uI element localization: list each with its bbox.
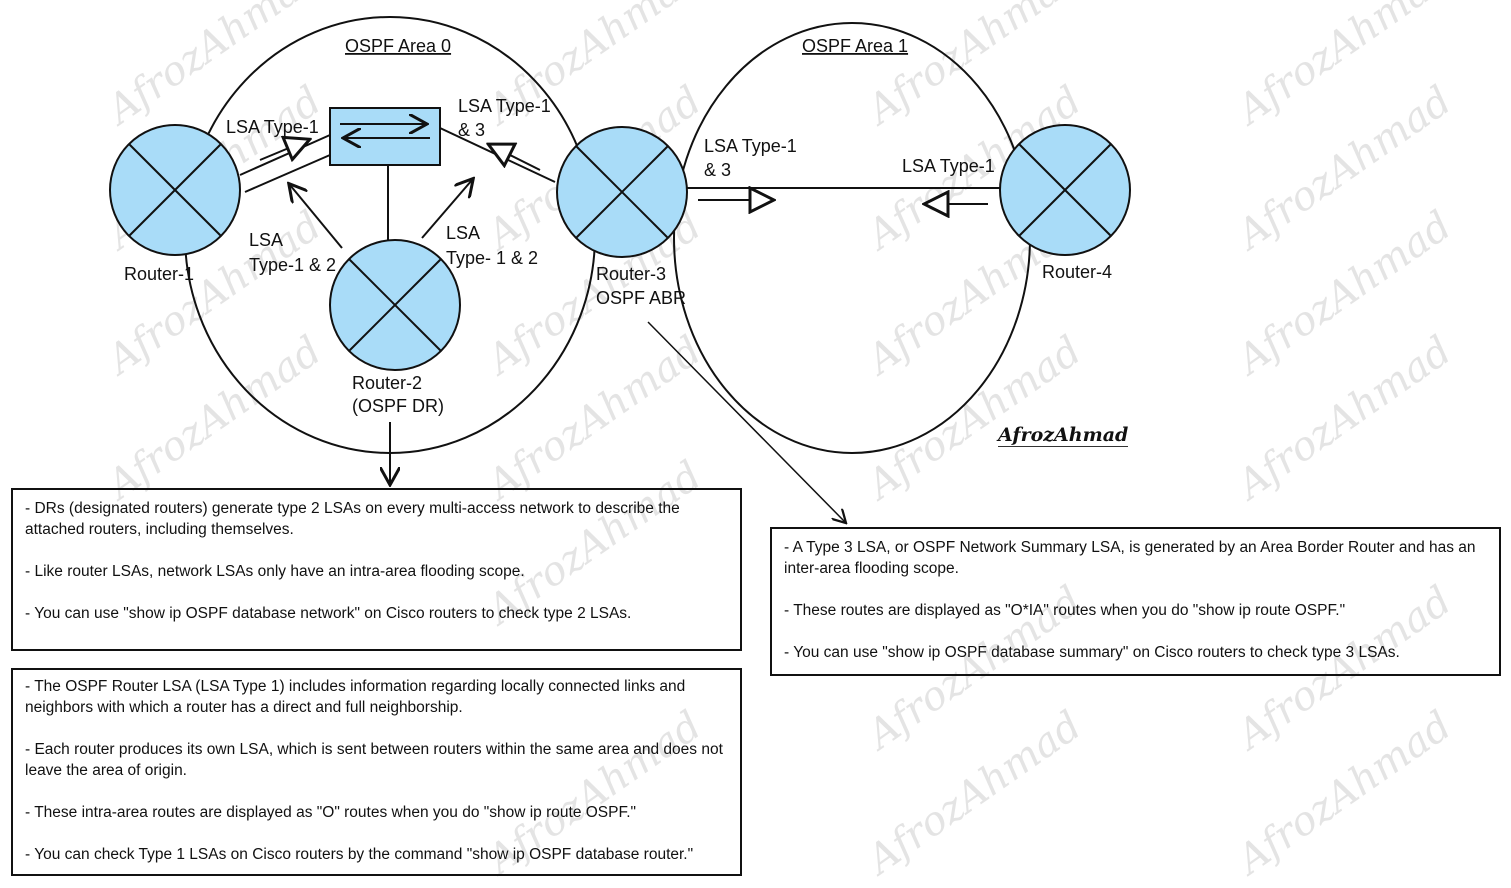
lsa-label: LSA — [446, 223, 480, 243]
arrow-lsa — [290, 185, 343, 249]
router-3-label: Router-3 — [596, 264, 666, 284]
area-1-label: OSPF Area 1 — [802, 36, 908, 56]
note-line: - You can use "show ip OSPF database sum… — [784, 644, 1400, 661]
note-line: - Like router LSAs, network LSAs only ha… — [25, 563, 525, 580]
lsa-label: & 3 — [458, 120, 485, 140]
router-2-role: (OSPF DR) — [352, 396, 444, 416]
router-1 — [109, 124, 241, 256]
note-line: - The OSPF Router LSA (LSA Type 1) inclu… — [25, 678, 686, 716]
lsa-label: LSA Type-1 — [458, 96, 551, 116]
router-4-label: Router-4 — [1042, 262, 1112, 282]
lsa-label: Type-1 & 2 — [249, 255, 336, 275]
note-line: - These routes are displayed as "O*IA" r… — [784, 602, 1346, 619]
arrow-lsa — [259, 140, 308, 160]
note-line: - These intra-area routes are displayed … — [25, 804, 637, 821]
lsa-label: LSA Type-1 — [704, 136, 797, 156]
router-2-label: Router-2 — [352, 373, 422, 393]
lsa-label: & 3 — [704, 160, 731, 180]
switch — [329, 107, 441, 166]
lsa-label: LSA — [249, 230, 283, 250]
router-3-role: OSPF ABR — [596, 288, 686, 308]
note-line: - You can use "show ip OSPF database net… — [25, 605, 632, 622]
note-line: - A Type 3 LSA, or OSPF Network Summary … — [784, 539, 1476, 577]
router-3 — [556, 126, 688, 258]
note-line: - Each router produces its own LSA, whic… — [25, 741, 723, 779]
link-r1-switch — [244, 154, 331, 193]
router-1-label: Router-1 — [124, 264, 194, 284]
lsa-label: LSA Type-1 — [902, 156, 995, 176]
arrow-lsa — [421, 180, 472, 239]
note-line: - You can check Type 1 LSAs on Cisco rou… — [25, 846, 694, 863]
arrow-to-type3-note — [647, 321, 845, 522]
area-0-label: OSPF Area 0 — [345, 36, 451, 56]
author-signature: AfrozAhmad — [998, 424, 1129, 447]
router-4 — [999, 124, 1131, 256]
lsa-label: LSA Type-1 — [226, 117, 319, 137]
lsa-label: Type- 1 & 2 — [446, 248, 538, 268]
note-line: - DRs (designated routers) generate type… — [25, 500, 680, 538]
type1-lsa-note: - The OSPF Router LSA (LSA Type 1) inclu… — [11, 668, 742, 876]
type3-lsa-note: - A Type 3 LSA, or OSPF Network Summary … — [770, 527, 1501, 676]
arrow-lsa — [490, 145, 541, 171]
type2-lsa-note: - DRs (designated routers) generate type… — [11, 488, 742, 651]
router-2 — [329, 239, 461, 371]
